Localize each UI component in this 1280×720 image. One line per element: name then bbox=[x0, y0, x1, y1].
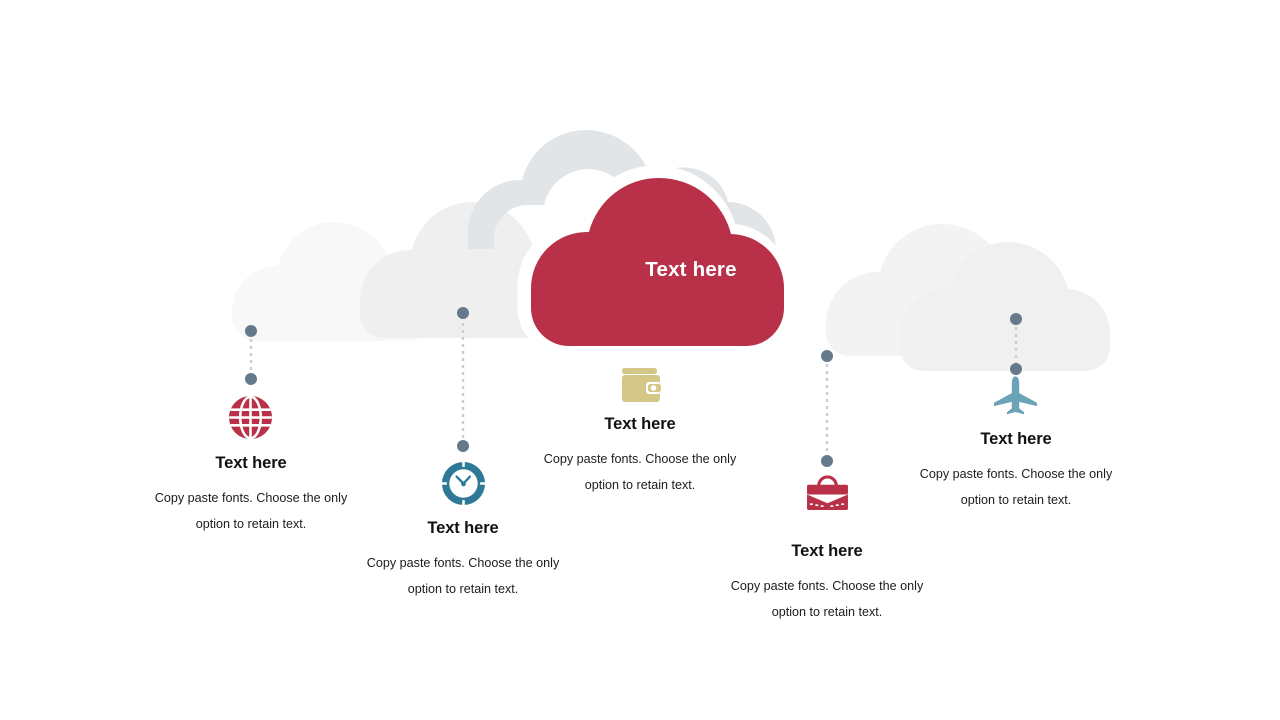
globe-icon[interactable] bbox=[227, 394, 274, 446]
node-title-globe: Text here bbox=[215, 454, 287, 472]
node-body-briefcase: Copy paste fonts. Choose the only option… bbox=[730, 578, 924, 619]
node-body-wallet: Copy paste fonts. Choose the only option… bbox=[543, 451, 737, 492]
node-text-globe: Text here Copy paste fonts. Choose the o… bbox=[151, 454, 351, 537]
node-title-briefcase: Text here bbox=[791, 542, 863, 560]
connector-briefcase bbox=[821, 350, 833, 467]
wallet-icon[interactable] bbox=[621, 366, 661, 409]
node-text-clock: Text here Copy paste fonts. Choose the o… bbox=[363, 519, 563, 602]
node-title-wallet: Text here bbox=[604, 415, 676, 433]
node-title-airplane: Text here bbox=[980, 430, 1052, 448]
clock-icon[interactable] bbox=[440, 460, 487, 512]
node-title-clock: Text here bbox=[427, 519, 499, 537]
node-text-airplane: Text here Copy paste fonts. Choose the o… bbox=[916, 430, 1116, 513]
node-text-wallet: Text here Copy paste fonts. Choose the o… bbox=[540, 415, 740, 498]
connector-globe bbox=[245, 325, 257, 385]
node-body-globe: Copy paste fonts. Choose the only option… bbox=[154, 490, 348, 531]
node-text-briefcase: Text here Copy paste fonts. Choose the o… bbox=[719, 542, 935, 625]
cloud-outline-top bbox=[468, 130, 776, 260]
node-body-airplane: Copy paste fonts. Choose the only option… bbox=[919, 466, 1113, 507]
center-node-label: Text here bbox=[645, 258, 737, 281]
node-body-clock: Copy paste fonts. Choose the only option… bbox=[366, 555, 560, 596]
connector-clock bbox=[457, 307, 469, 452]
connector-airplane bbox=[1010, 313, 1022, 375]
cloud-far-right bbox=[899, 242, 1111, 371]
briefcase-icon[interactable] bbox=[806, 473, 849, 517]
airplane-icon[interactable] bbox=[993, 376, 1038, 421]
